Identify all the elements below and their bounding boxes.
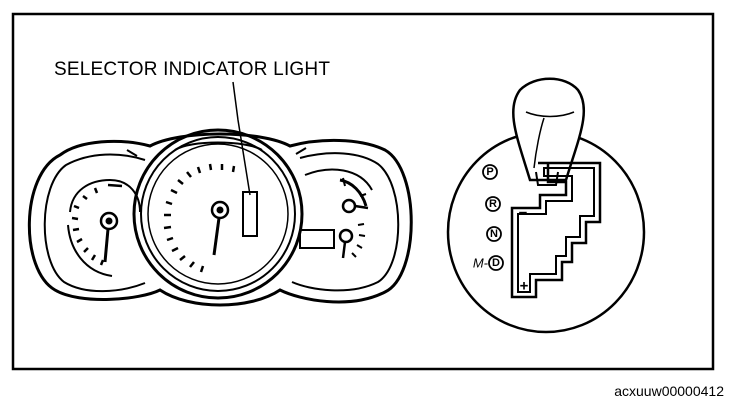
cluster-inner-rim — [43, 152, 400, 293]
instrument-cluster — [27, 81, 413, 307]
gate-circle-p — [482, 164, 498, 180]
lcd-display — [299, 229, 335, 249]
callout-leader — [232, 81, 251, 196]
lower-right-gauge-ticks — [351, 223, 366, 258]
gate-slot — [517, 167, 595, 293]
gate-label-d: D — [492, 257, 500, 269]
right-gauges — [299, 168, 373, 259]
center-gauge-ticks — [163, 163, 236, 273]
left-gauge — [67, 178, 141, 277]
left-gauge-needle — [103, 228, 110, 263]
gate-circle-n — [486, 226, 502, 242]
gate-labels: P R N D M- − + — [473, 166, 529, 295]
figure-border — [11, 12, 715, 371]
gate-circle-d — [488, 255, 504, 271]
selector-indicator-light — [242, 191, 258, 237]
left-gauge-ticks — [71, 183, 123, 266]
plus-sign: + — [520, 278, 529, 295]
shift-knob — [512, 77, 586, 182]
gate-outline — [510, 161, 602, 299]
cluster-housing — [27, 132, 413, 307]
center-gauge-needle — [212, 217, 221, 256]
gate-circle-r — [485, 196, 501, 212]
gate-label-p: P — [486, 166, 493, 178]
center-gauge — [132, 128, 304, 300]
shift-lever-assembly — [446, 77, 646, 334]
minus-sign: − — [519, 205, 528, 222]
callout-label: SELECTOR INDICATOR LIGHT — [54, 59, 331, 80]
figure-code: acxuuw00000412 — [614, 383, 724, 399]
gate-label-r: R — [489, 198, 497, 210]
manual-mode-label: M- — [473, 256, 489, 271]
gate-label-n: N — [490, 228, 498, 240]
